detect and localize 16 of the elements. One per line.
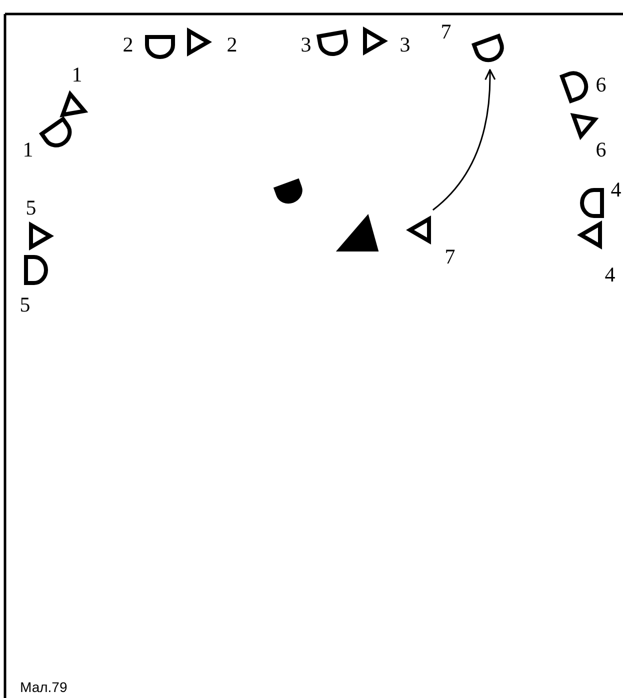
- callout-number: 2: [226, 34, 238, 56]
- figure-caption: Мал.79: [20, 680, 68, 694]
- callout-number: 6: [596, 74, 606, 96]
- callout-number: 1: [22, 140, 34, 160]
- callout-number: 4: [610, 180, 622, 200]
- callout-number: 6: [596, 140, 606, 160]
- callout-number: 5: [26, 198, 36, 218]
- curved-arrow: [432, 69, 496, 211]
- callout-number: 4: [604, 264, 616, 286]
- callout-number: 2: [122, 34, 134, 56]
- callout-number: 3: [400, 34, 410, 56]
- callout-number: 7: [444, 246, 456, 268]
- callout-number: 3: [300, 34, 312, 56]
- callout-number: 5: [20, 294, 30, 316]
- callout-number: 1: [72, 64, 82, 86]
- callout-number: 7: [440, 22, 452, 42]
